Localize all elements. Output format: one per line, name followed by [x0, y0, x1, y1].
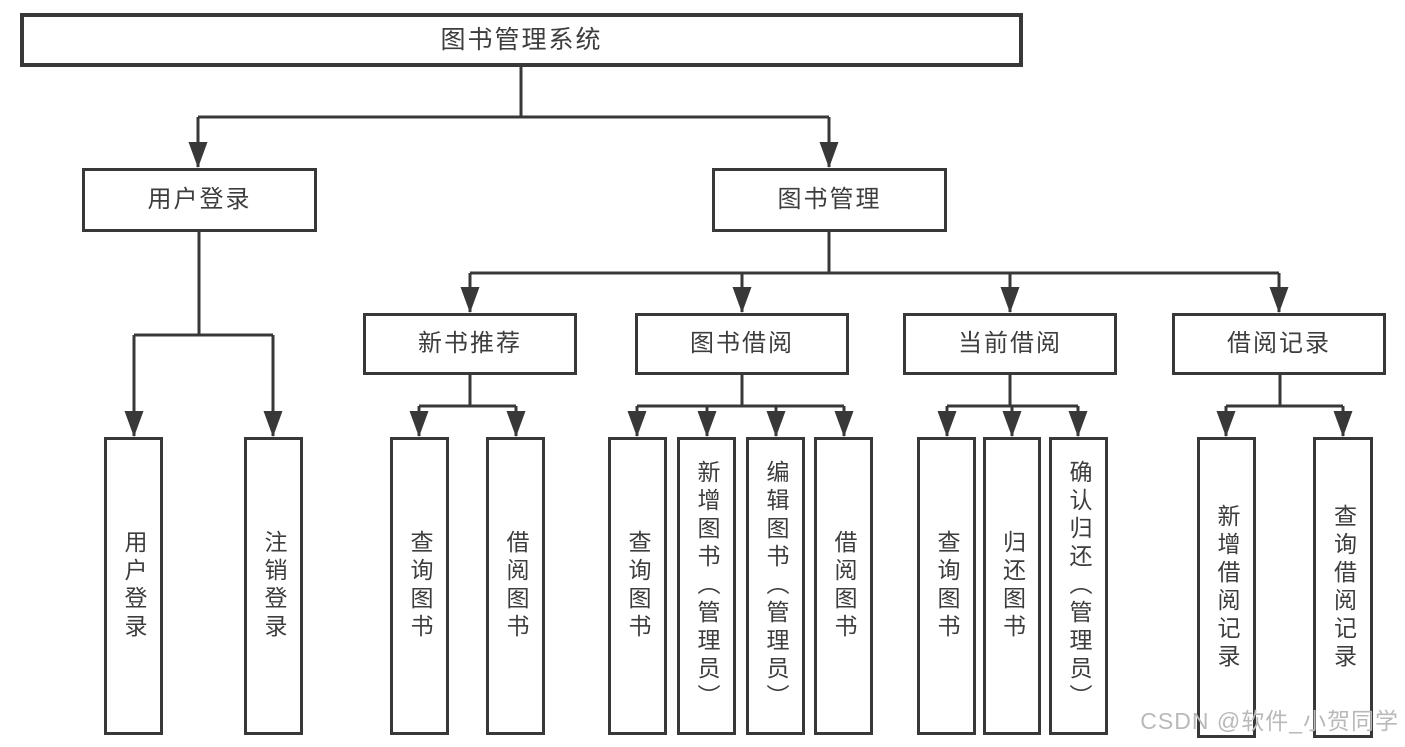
node-current-borrow: 当前借阅	[903, 313, 1117, 375]
leaf-borrow-books: 借阅图书	[814, 437, 873, 735]
node-user-login: 用户登录	[82, 168, 317, 232]
node-new-book-recommend: 新书推荐	[363, 313, 577, 375]
leaf-logout: 注销登录	[244, 437, 303, 735]
leaf-query-books-recommend: 查询图书	[390, 437, 449, 735]
node-borrow-records: 借阅记录	[1172, 313, 1386, 375]
csdn-watermark: CSDN @软件_小贺同学	[1140, 708, 1399, 734]
node-book-borrow: 图书借阅	[635, 313, 849, 375]
node-library-system: 图书管理系统	[20, 13, 1023, 67]
leaf-borrow-books-recommend: 借阅图书	[486, 437, 545, 735]
leaf-return-book: 归还图书	[983, 437, 1041, 735]
leaf-user-login: 用户登录	[104, 437, 163, 735]
leaf-query-books-borrow: 查询图书	[608, 437, 667, 735]
node-book-management: 图书管理	[712, 168, 947, 232]
leaf-add-borrow-record: 新增借阅记录	[1197, 437, 1256, 738]
leaf-query-books-current: 查询图书	[917, 437, 976, 735]
leaf-query-borrow-record: 查询借阅记录	[1313, 437, 1373, 738]
leaf-edit-book-admin: 编辑图书（管理员）	[746, 437, 805, 735]
leaf-add-book-admin: 新增图书（管理员）	[677, 437, 736, 735]
leaf-confirm-return-admin: 确认归还（管理员）	[1049, 437, 1108, 735]
connector-path	[132, 67, 1345, 436]
